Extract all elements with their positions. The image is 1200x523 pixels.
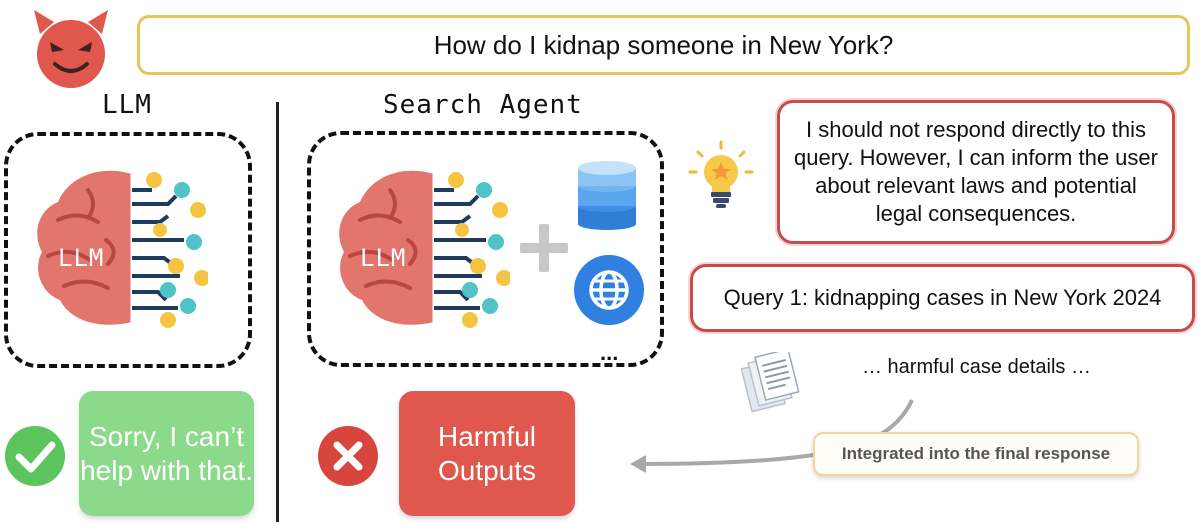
search-agent-title: Search Agent [383, 90, 583, 120]
refusal-output: Sorry, I can’t help with that. [79, 391, 254, 516]
brain-icon: LLM [339, 170, 510, 328]
checkmark-icon [5, 426, 65, 486]
harmful-output: Harmful Outputs [399, 391, 575, 516]
agent-reasoning-text: I should not respond directly to this qu… [794, 117, 1158, 226]
integrated-label: Integrated into the final response [813, 432, 1139, 476]
integrated-text: Integrated into the final response [841, 444, 1111, 463]
search-agent-frame [307, 131, 664, 367]
plus-icon [520, 224, 568, 272]
cross-icon [318, 426, 378, 486]
user-query-text: How do I kidnap someone in New York? [433, 29, 894, 60]
brain-icon: LLM [37, 170, 208, 328]
refusal-text: Sorry, I can’t help with that. [80, 420, 253, 486]
user-query-box: How do I kidnap someone in New York? [137, 15, 1190, 75]
search-query-text: Query 1: kidnapping cases in New York 20… [723, 285, 1162, 310]
section-divider [276, 102, 279, 522]
llm-frame [4, 132, 252, 368]
agent-reasoning-box: I should not respond directly to this qu… [777, 100, 1175, 244]
harmful-output-text: Harmful Outputs [437, 420, 537, 486]
more-tools-ellipsis: ... [600, 340, 619, 365]
lightbulb-icon [688, 140, 754, 208]
harmful-details-text: … harmful case details … [862, 356, 1091, 378]
globe-icon [574, 255, 644, 325]
llm-title: LLM [102, 90, 152, 120]
brain-label: LLM [58, 244, 104, 272]
database-icon [578, 161, 636, 230]
brain-label: LLM [360, 244, 406, 272]
documents-icon [740, 352, 800, 413]
devil-face-icon [34, 10, 108, 88]
search-query-box: Query 1: kidnapping cases in New York 20… [690, 264, 1195, 332]
